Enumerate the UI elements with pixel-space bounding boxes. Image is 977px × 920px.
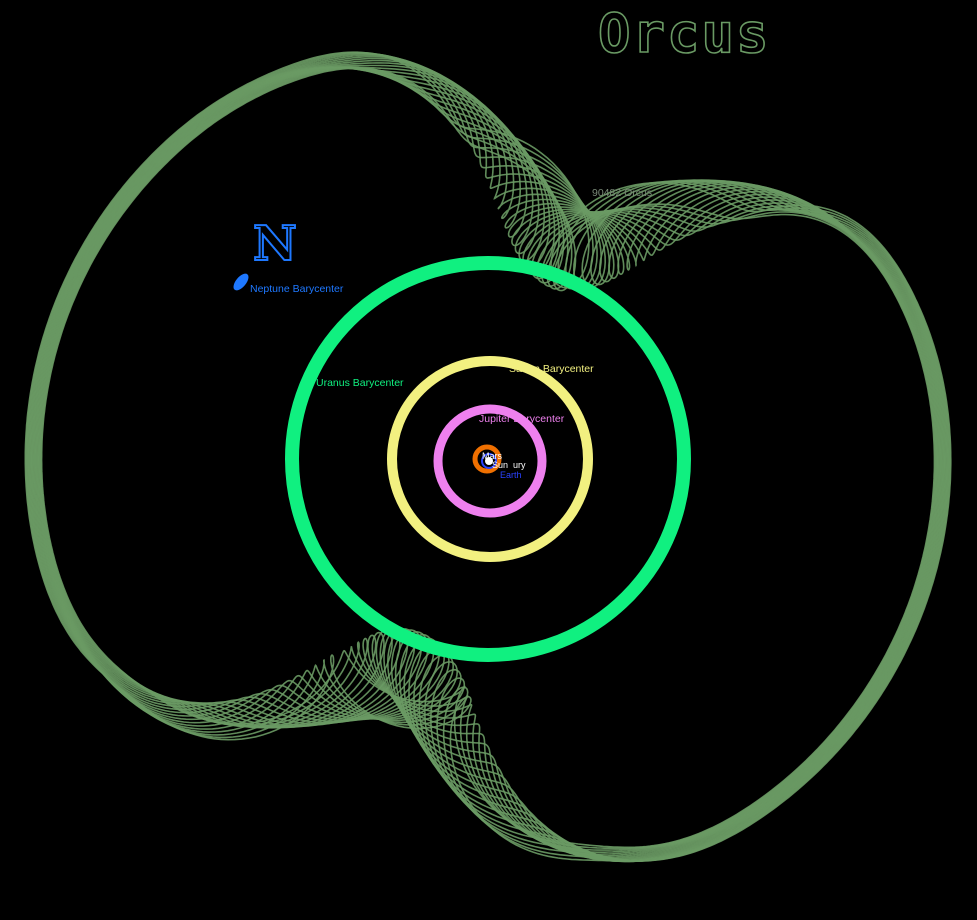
jupiter-orbit bbox=[433, 404, 547, 518]
orcus-orbit-strand bbox=[24, 51, 952, 863]
neptune-label: Neptune Barycenter bbox=[250, 283, 344, 295]
sun-label: Sun bbox=[492, 460, 508, 470]
earth-label: Earth bbox=[500, 470, 522, 480]
orcus-label: 90482 Orcus bbox=[592, 187, 652, 199]
diagram-title: Orcus bbox=[598, 2, 771, 65]
uranus-label: Uranus Barycenter bbox=[316, 377, 404, 389]
uranus-orbit bbox=[285, 256, 691, 662]
mars-orbit bbox=[472, 444, 502, 474]
orcus-orbit-trail bbox=[24, 51, 952, 863]
saturn-label: Saturn Barycenter bbox=[509, 363, 594, 375]
neptune-marker bbox=[233, 273, 249, 291]
saturn-orbit bbox=[387, 356, 593, 562]
jupiter-label: Jupiter Barycenter bbox=[479, 413, 565, 425]
neptune-symbol: N bbox=[253, 216, 297, 272]
earth-orbit bbox=[481, 453, 497, 469]
mars-label: Mars bbox=[482, 451, 502, 461]
sun-marker bbox=[485, 457, 493, 465]
mercury-label: ury bbox=[513, 460, 526, 470]
